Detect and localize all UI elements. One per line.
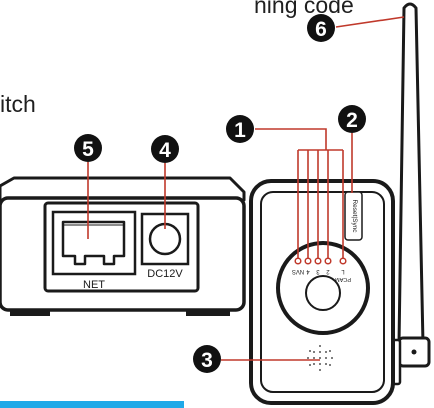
callout-5: 5 xyxy=(74,134,102,162)
box-foot-left xyxy=(10,310,50,316)
dc-port-label: DC12V xyxy=(147,268,183,280)
dip-label-4: 4 xyxy=(306,268,310,274)
callout-3-number: 3 xyxy=(201,349,213,372)
camera-device: NVS 4 3 2 L PCAM Reset|Sync xyxy=(249,179,395,405)
reset-sync-label: Reset|Sync xyxy=(351,199,358,233)
reset-sync-button xyxy=(344,191,363,241)
dip-label-3: 3 xyxy=(316,268,320,274)
callout-1: 1 xyxy=(226,115,254,143)
callout-2-number: 2 xyxy=(346,109,358,132)
callout-4-number: 4 xyxy=(159,139,171,162)
dip-label-2: 2 xyxy=(326,268,330,274)
callout-6-number: 6 xyxy=(315,18,327,41)
net-port-label: NET xyxy=(83,279,105,291)
hub-box: NET DC12V xyxy=(0,176,246,316)
speaker-grille xyxy=(307,345,333,371)
callout-1-number: 1 xyxy=(234,119,246,142)
dip-label-1: L xyxy=(341,268,345,274)
callout-3: 3 xyxy=(193,345,221,373)
dip-label-5: NVS xyxy=(292,268,304,274)
intro-text-line2: itch xyxy=(0,91,36,117)
lens-center xyxy=(305,275,341,311)
box-foot-right xyxy=(186,310,230,316)
leader-lines xyxy=(87,16,405,361)
callout-6: 6 xyxy=(307,14,335,42)
callout-4: 4 xyxy=(151,135,179,163)
net-port xyxy=(51,210,137,276)
accent-bar xyxy=(0,401,184,408)
callout-5-number: 5 xyxy=(82,138,94,161)
dip-group-label: PCAM xyxy=(335,276,351,282)
callout-2: 2 xyxy=(338,105,366,133)
intro-text-line1: ning code xyxy=(254,0,354,18)
